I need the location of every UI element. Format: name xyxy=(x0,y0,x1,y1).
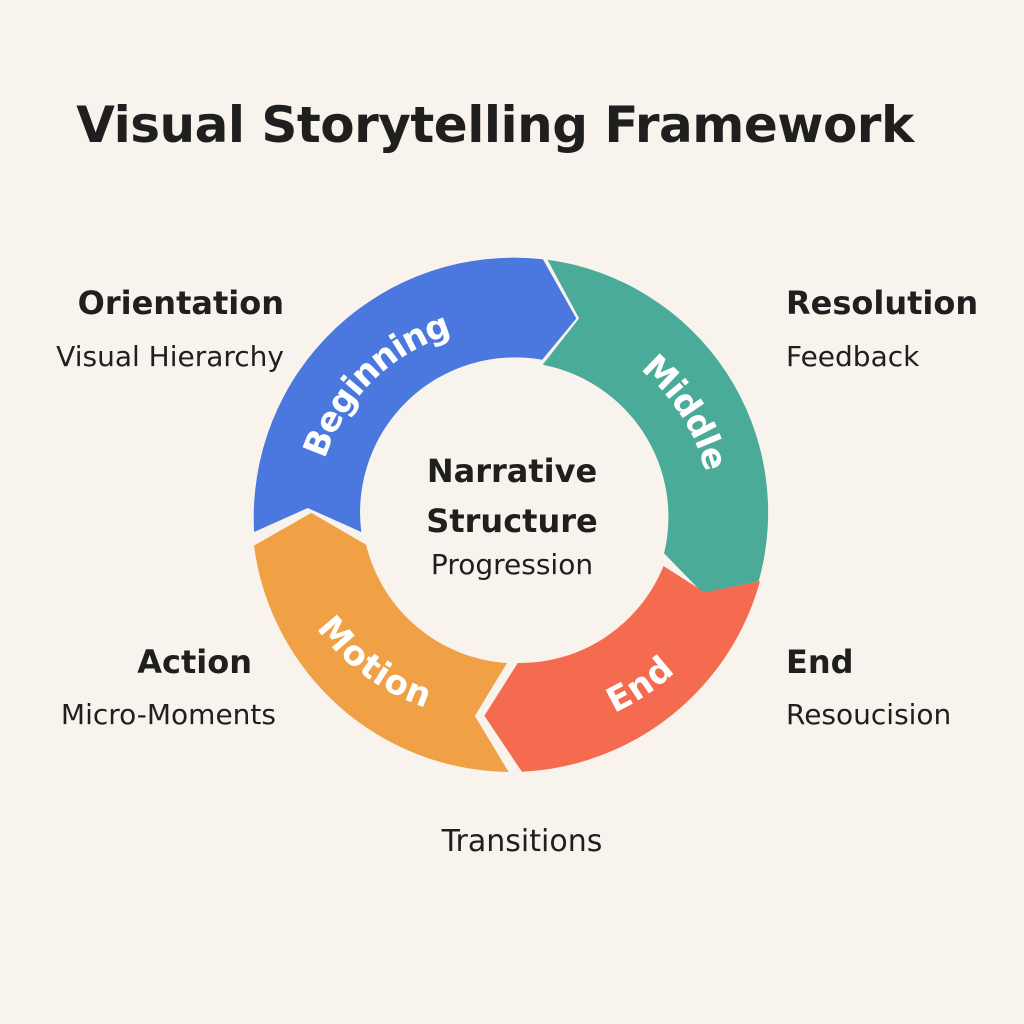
orientation-subtitle: Visual Hierarchy xyxy=(56,340,284,373)
orientation-heading: Orientation xyxy=(77,284,284,322)
end-subtitle: Resoucision xyxy=(786,698,952,731)
resolution-heading: Resolution xyxy=(786,284,979,322)
center-subtitle: Progression xyxy=(430,548,594,581)
end-heading: End xyxy=(786,643,854,681)
action-heading: Action xyxy=(137,643,252,681)
resolution-subtitle: Feedback xyxy=(786,340,920,373)
segment-motion xyxy=(254,512,509,772)
action-subtitle: Micro-Moments xyxy=(60,698,276,731)
segment-middle xyxy=(542,259,769,594)
page-title: Visual Storytelling Framework xyxy=(76,96,914,154)
transitions-label: Transitions xyxy=(441,824,603,859)
segment-end xyxy=(484,566,760,772)
center-title: Narrative Structure xyxy=(426,452,598,540)
segment-beginning xyxy=(253,257,577,532)
